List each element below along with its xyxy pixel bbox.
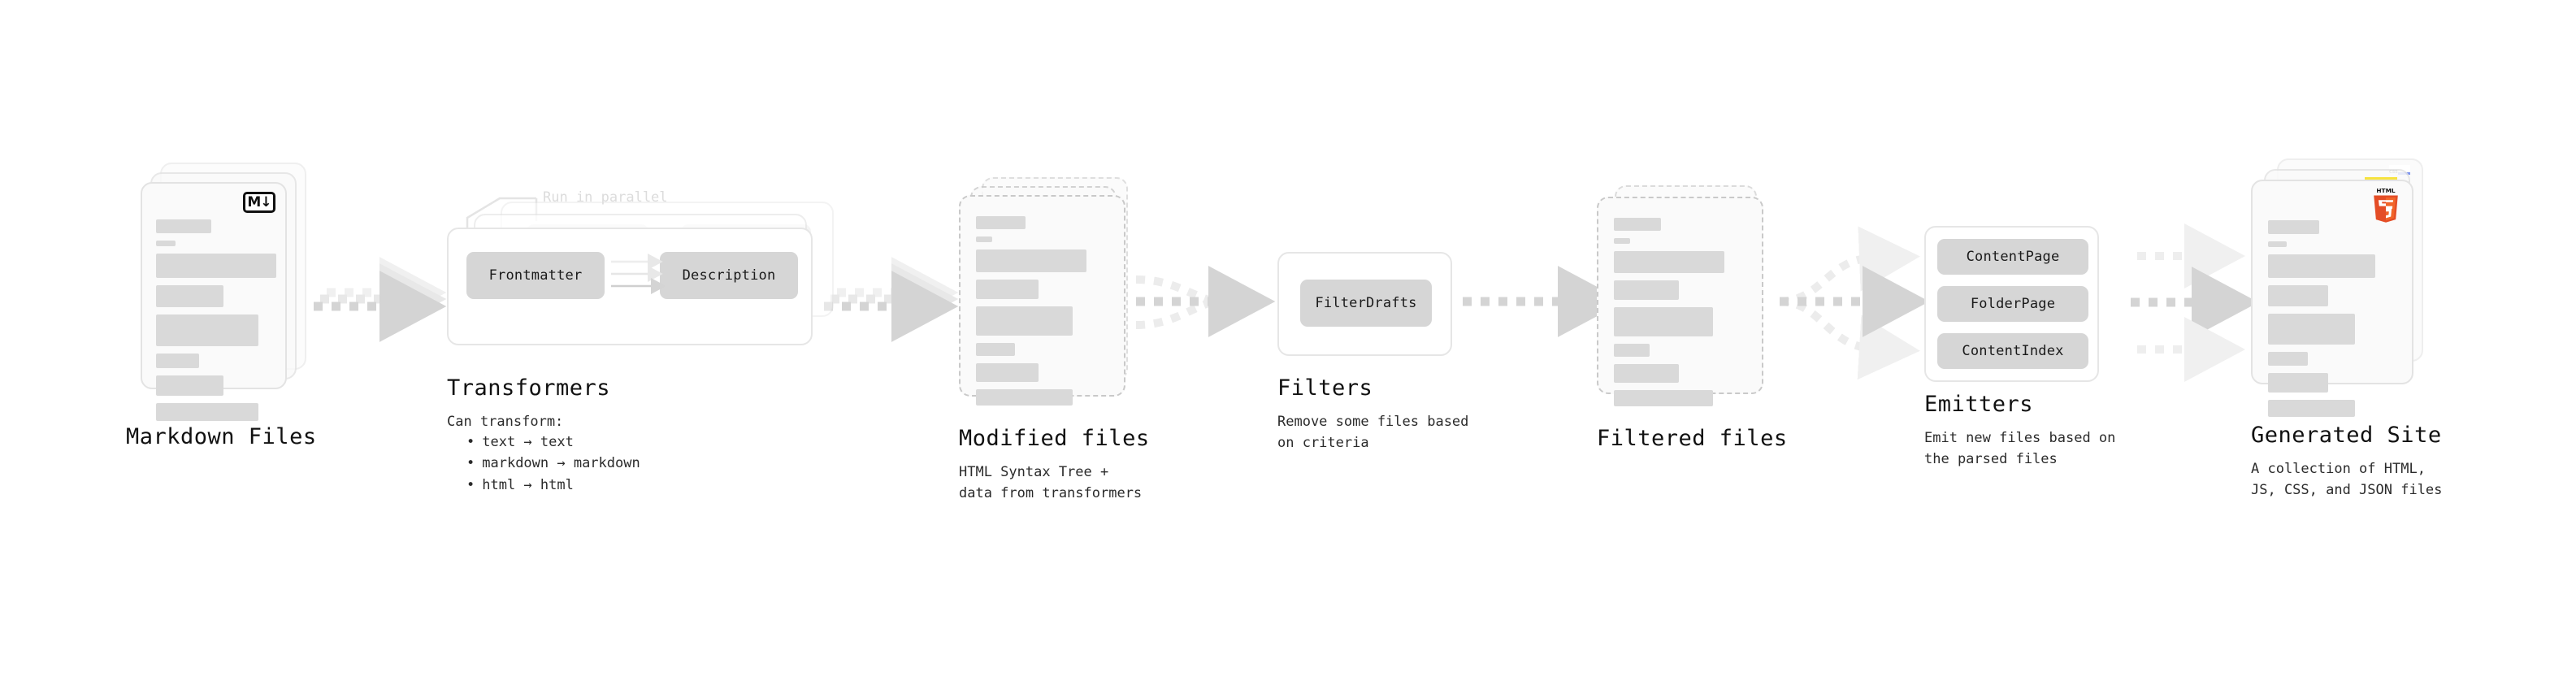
transformer-chip-frontmatter[interactable]: Frontmatter: [466, 252, 605, 299]
card-content-bars: [155, 219, 277, 428]
transformers-group-box[interactable]: Frontmatter Description: [447, 228, 813, 345]
html5-icon: HTML: [2374, 187, 2398, 223]
transformers-title: Transformers: [447, 375, 611, 401]
emitters-subtitle: Emit new files based on the parsed files: [1924, 430, 2116, 468]
markdown-files-title: Markdown Files: [126, 424, 317, 449]
emitters-group-box[interactable]: ContentPage FolderPage ContentIndex: [1924, 226, 2099, 382]
modified-files-title: Modified files: [959, 426, 1150, 451]
arrow-modified-to-filters: [1135, 266, 1276, 337]
transformers-list-head: Can transform:: [447, 414, 564, 430]
arrow-markdown-to-transformers: [314, 257, 447, 342]
inner-arrows: [611, 254, 666, 294]
filters-subtitle: Remove some files based on criteria: [1277, 414, 1469, 452]
list-item: markdown → markdown: [466, 453, 640, 474]
filtered-card-front[interactable]: [1597, 197, 1763, 406]
generated-site-subtitle: A collection of HTML, JS, CSS, and JSON …: [2251, 461, 2443, 499]
card-content-bars: [2267, 220, 2403, 424]
emitter-chip-folderpage[interactable]: FolderPage: [1937, 286, 2088, 322]
card-content-bars: [1614, 218, 1752, 414]
filters-title: Filters: [1277, 375, 1373, 401]
markdown-icon: M↓: [243, 192, 275, 213]
filters-group-box[interactable]: FilterDrafts: [1277, 252, 1452, 356]
run-in-parallel-label: Run in parallel: [543, 189, 668, 206]
generated-site-title: Generated Site: [2251, 423, 2442, 448]
modified-card-front[interactable]: [959, 195, 1125, 406]
list-item: text → text: [466, 432, 640, 453]
markdown-card-front[interactable]: M↓: [141, 182, 287, 421]
list-item: html → html: [466, 475, 640, 496]
emitter-chip-contentpage[interactable]: ContentPage: [1937, 239, 2088, 275]
arrow-emitters-to-site: [2131, 223, 2259, 382]
filter-chip-filterdrafts[interactable]: FilterDrafts: [1300, 280, 1432, 327]
markdown-files-card-stack: M↓: [126, 163, 313, 431]
modified-files-subtitle: HTML Syntax Tree + data from transformer…: [959, 464, 1143, 502]
arrow-filtered-to-emitters: [1779, 226, 1930, 380]
filtered-files-title: Filtered files: [1597, 426, 1788, 451]
emitters-title: Emitters: [1924, 392, 2034, 417]
transformer-chip-description[interactable]: Description: [660, 252, 798, 299]
svg-text:HTML: HTML: [2376, 187, 2396, 194]
generated-site-card-stack: CSS HTML: [2243, 158, 2438, 435]
card-content-bars: [976, 216, 1114, 413]
filtered-files-card-stack: [1597, 185, 1784, 429]
modified-files-card-stack: [959, 177, 1146, 437]
transformers-group-stack: Frontmatter Description: [447, 202, 853, 364]
emitter-chip-contentindex[interactable]: ContentIndex: [1937, 333, 2088, 369]
transformers-capability-list: text → text markdown → markdown html → h…: [453, 432, 640, 496]
generated-card-front-html[interactable]: HTML: [2251, 180, 2413, 417]
